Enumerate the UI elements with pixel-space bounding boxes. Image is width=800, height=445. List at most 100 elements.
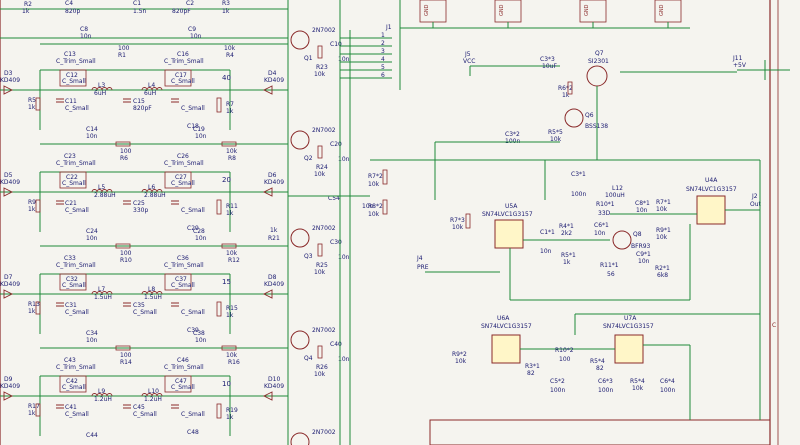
cap-val: C_Small xyxy=(62,180,86,187)
header-ref: C1 xyxy=(133,0,141,7)
resistor-val: 10k xyxy=(226,250,238,257)
inductor-val: 2.88uH xyxy=(144,192,166,199)
header-val: 10n xyxy=(190,33,202,40)
c8-val: 10n xyxy=(636,207,648,214)
u4-val: SN74LVC1G3157 xyxy=(686,186,737,193)
c6b-ref: C6*3 xyxy=(598,378,613,385)
cap-ref: C35 xyxy=(133,302,145,309)
q7-symbol xyxy=(586,65,608,87)
trimmer-ref: C43 xyxy=(64,357,76,364)
r11-val: 56 xyxy=(607,271,615,278)
u7-body xyxy=(614,334,644,364)
cap-val: C_Small xyxy=(62,78,86,85)
r5d-val: 10k xyxy=(632,385,644,392)
u7-val: SN74LVC1G3157 xyxy=(603,323,654,330)
trimmer-val: C_Trim_Small xyxy=(164,262,204,269)
header-val: 100 xyxy=(118,45,130,52)
resistor-val: 10k xyxy=(314,171,326,178)
r6-ref: R6*2 xyxy=(558,85,573,92)
cap-ref: C45 xyxy=(133,404,145,411)
c9-ref: C9*1 xyxy=(636,251,651,258)
j1-ref: J1 xyxy=(385,24,392,31)
header-ref: C8 xyxy=(80,26,88,33)
cap-ref: C18 xyxy=(187,123,199,130)
trimmer-val: C_Trim_Small xyxy=(56,262,96,269)
j1-pin-number: 5 xyxy=(381,64,385,71)
cap-ref: C31 xyxy=(65,302,77,309)
resistor-ref: R24 xyxy=(316,164,328,171)
cap-ref: C41 xyxy=(65,404,77,411)
c54-val: 10n xyxy=(362,203,374,210)
r5c-ref: R5*4 xyxy=(590,358,605,365)
resistor-ref: R11 xyxy=(226,203,238,210)
cap-val: 10n xyxy=(338,56,350,63)
cap-ref: C15 xyxy=(133,98,145,105)
cap-ref: C32 xyxy=(66,276,78,283)
r5-ref: R5*5 xyxy=(548,129,563,136)
diode-val: KD409 xyxy=(264,179,284,186)
mosfet-ref: Q1 xyxy=(304,55,313,62)
gnd-label: GND xyxy=(424,4,430,16)
cap-ref: C37 xyxy=(175,276,187,283)
border-letter: C xyxy=(772,322,776,329)
u6-body xyxy=(491,334,521,364)
resistor-val: 1k xyxy=(28,410,36,417)
c6c-ref: C6*4 xyxy=(660,378,675,385)
gnd-label: GND xyxy=(584,4,590,16)
r9-ref: R9*1 xyxy=(656,227,671,234)
resistor-ref: R10 xyxy=(120,257,132,264)
header-ref: R2 xyxy=(24,1,32,8)
resistor-val: 100 xyxy=(120,250,132,257)
q6-ref: Q6 xyxy=(585,112,594,119)
cap-val: C_Small xyxy=(181,411,205,418)
diode-ref: D4 xyxy=(268,70,277,77)
j2-ref: J2 xyxy=(751,193,758,200)
c1-val: 10n xyxy=(540,248,552,255)
inductor-ref: L7 xyxy=(98,286,105,293)
r10b-val: 100 xyxy=(559,356,571,363)
cap-ref: C11 xyxy=(65,98,77,105)
j11-ref: J11 xyxy=(732,55,743,62)
j4-val: PRE xyxy=(417,264,429,271)
inductor-val: 1.5uH xyxy=(94,294,112,301)
band-label: 15 xyxy=(222,278,231,286)
resistor-ref: R5 xyxy=(28,97,36,104)
c5-val: 100n xyxy=(550,387,565,394)
filter-stage: C23C_Trim_SmallC26C_Trim_SmallC22C_Small… xyxy=(0,153,288,264)
cap-val: C_Small xyxy=(181,105,205,112)
header-val: 820pF xyxy=(172,8,191,15)
r5c-val: 82 xyxy=(596,365,604,372)
resistor-ref: R25 xyxy=(316,262,328,269)
r21-ref: R21 xyxy=(268,235,280,242)
cap-val: C_Small xyxy=(171,384,195,391)
filter-stage: C33C_Trim_SmallC36C_Trim_SmallC32C_Small… xyxy=(0,255,288,366)
band-label: 40 xyxy=(222,74,231,82)
r2-ref: R2*1 xyxy=(655,265,670,272)
header-val: 10n xyxy=(80,33,92,40)
filter-stages: C13C_Trim_SmallC16C_Trim_SmallC12C_Small… xyxy=(0,51,288,439)
inductor-val: 2.88uH xyxy=(94,192,116,199)
cap-val: 10n xyxy=(86,235,98,242)
diode-ref: D8 xyxy=(268,274,277,281)
u5-val: SN74LVC1G3157 xyxy=(482,211,533,218)
cap-ref: C38 xyxy=(193,330,205,337)
switch-mosfet: 2N7002 xyxy=(290,429,336,445)
inductor-val: 6uH xyxy=(94,90,106,97)
q6-val: BSS138 xyxy=(585,123,608,130)
trimmer-ref: C13 xyxy=(64,51,76,58)
cap-ref: C34 xyxy=(86,330,98,337)
diode-ref: D7 xyxy=(4,274,13,281)
mosfet-symbol xyxy=(290,330,310,350)
resistor-ref: R17 xyxy=(28,403,40,410)
c9-val: 10n xyxy=(638,258,650,265)
diode-ref: D10 xyxy=(268,376,280,383)
switch-column: 2N7002Q1R2310kC1010n2N7002Q2R2410kC2010n… xyxy=(290,27,350,445)
mosfet-ref: Q2 xyxy=(304,155,313,162)
cap-ref: C30 xyxy=(330,239,342,246)
j5-val: VCC xyxy=(463,58,475,65)
